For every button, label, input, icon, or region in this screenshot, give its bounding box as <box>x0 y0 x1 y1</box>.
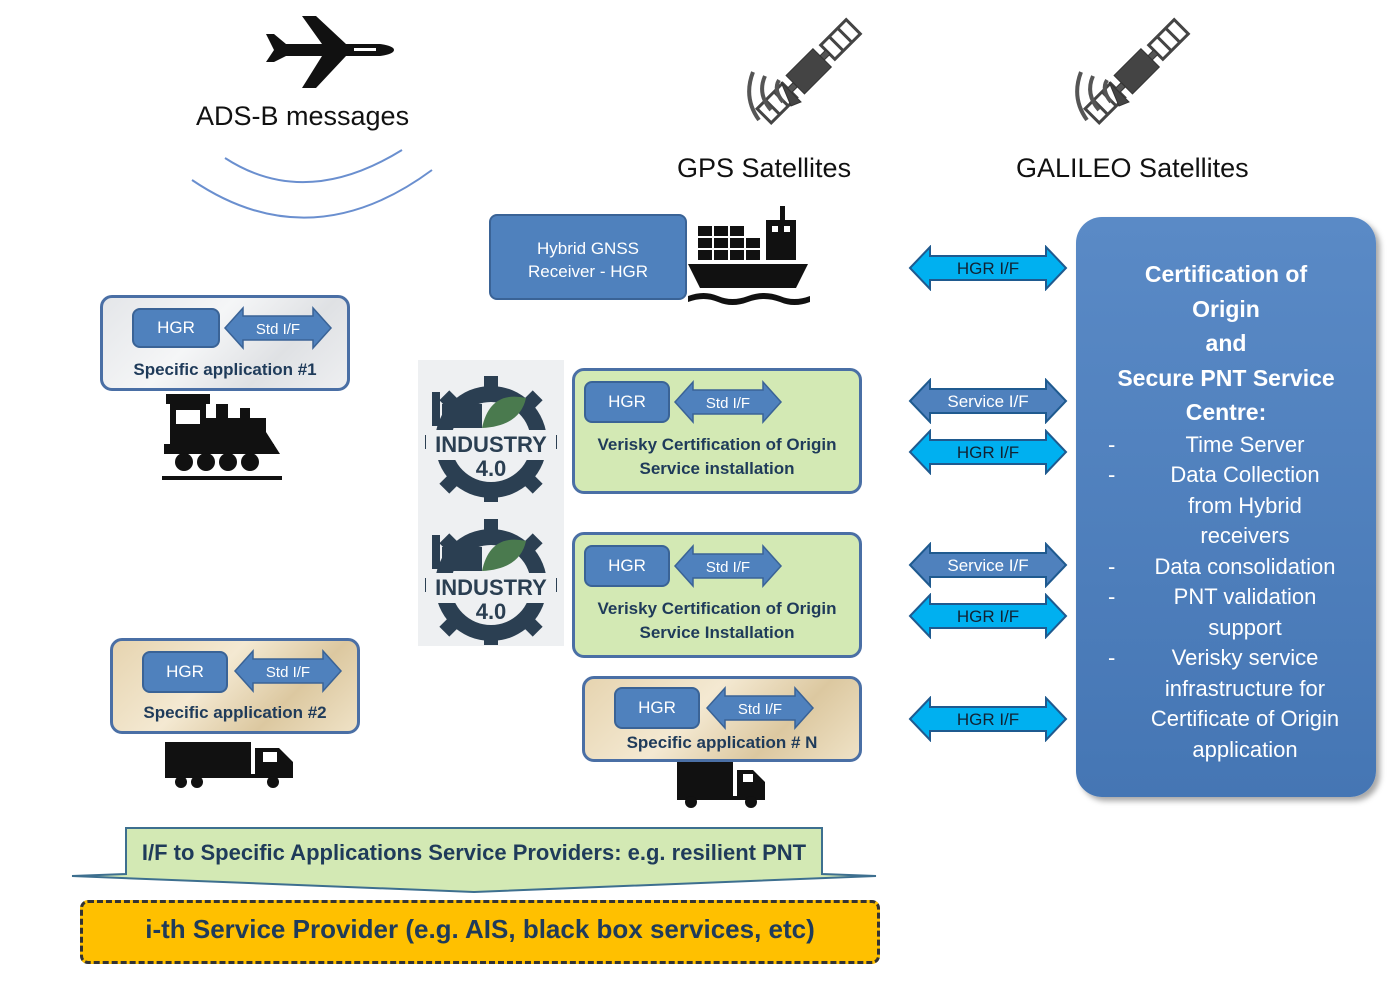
list-item-line: Verisky service <box>1171 645 1319 670</box>
list-item-line: Data consolidation <box>1154 553 1336 579</box>
service-provider-box <box>80 900 880 964</box>
service-if-label: Service I/F <box>947 556 1028 575</box>
caption-line: Verisky Certification of Origin <box>597 435 837 454</box>
hgr-box: HGR <box>584 545 670 587</box>
hybrid-receiver-line2: Receiver - HGR <box>528 262 648 281</box>
centre-title-line: and <box>1205 330 1247 356</box>
specific-application-n-caption: Specific application # N <box>626 733 818 752</box>
verisky-installation-1-caption: Verisky Certification of Origin Service … <box>575 433 859 481</box>
std-if-label: Std I/F <box>706 395 750 412</box>
list-item-line: from Hybrid <box>1188 492 1302 518</box>
std-if-arrow: Std I/F <box>673 380 783 424</box>
bullet: - <box>1108 584 1116 609</box>
centre-service-list: - Time Server - Data Collection from Hyb… <box>1076 430 1376 766</box>
if-banner-arrow <box>71 827 877 894</box>
verisky-installation-2-panel: HGR Std I/F Verisky Certification of Ori… <box>572 532 862 658</box>
std-if-label: Std I/F <box>706 559 750 576</box>
truck-icon <box>165 742 293 788</box>
satellite-icon <box>747 17 863 126</box>
train-icon <box>162 394 282 480</box>
list-item-line: infrastructure for <box>1164 675 1326 701</box>
hgr-box: HGR <box>132 308 220 348</box>
std-if-label: Std I/F <box>256 321 300 338</box>
adsb-signal-waves <box>191 149 433 219</box>
centre-title-line: Secure PNT Service <box>1117 364 1335 391</box>
verisky-installation-2-caption: Verisky Certification of Origin Service … <box>575 597 859 645</box>
list-item-line: Time Server <box>1185 431 1305 457</box>
certification-centre-panel: Certification of Origin and Secure PNT S… <box>1076 217 1376 797</box>
list-item: - Data Collection from Hybrid receivers <box>1076 460 1376 552</box>
bullet: - <box>1108 645 1116 670</box>
hgr-if-label: HGR I/F <box>957 259 1019 278</box>
hgr-if-label: HGR I/F <box>957 710 1019 729</box>
ship-icon <box>688 206 810 305</box>
hgr-if-label: HGR I/F <box>957 607 1019 626</box>
list-item-line: support <box>1208 614 1282 640</box>
list-item: - Time Server <box>1076 430 1376 461</box>
industry-gear-icon: INDUSTRY 4.0 <box>425 519 557 645</box>
satellite-icon <box>1075 17 1191 126</box>
bullet: - <box>1108 553 1116 579</box>
gps-label: GPS Satellites <box>677 153 852 183</box>
specific-application-1-panel: HGR Std I/F Specific application #1 <box>100 295 350 391</box>
hgr-if-arrow: HGR I/F <box>908 696 1068 742</box>
industry-gear-icon: INDUSTRY 4.0 <box>425 376 557 502</box>
industry-version: 4.0 <box>476 599 507 624</box>
hgr-if-arrow: HGR I/F <box>908 429 1068 475</box>
hgr-box: HGR <box>142 651 228 693</box>
verisky-installation-1-panel: HGR Std I/F Verisky Certification of Ori… <box>572 368 862 494</box>
hybrid-receiver-box: Hybrid GNSS Receiver - HGR <box>489 214 687 300</box>
caption-line: Verisky Certification of Origin <box>597 599 837 618</box>
std-if-label: Std I/F <box>738 701 782 718</box>
std-if-arrow: Std I/F <box>705 686 815 730</box>
industry-version: 4.0 <box>476 456 507 481</box>
centre-title: Certification of Origin and Secure PNT S… <box>1076 257 1376 430</box>
service-if-label: Service I/F <box>947 392 1028 411</box>
service-provider-text: i-th Service Provider (e.g. AIS, black b… <box>145 914 815 944</box>
adsb-label: ADS-B messages <box>196 101 410 131</box>
service-if-arrow: Service I/F <box>908 378 1068 424</box>
std-if-arrow: Std I/F <box>223 306 333 350</box>
list-item: - Verisky service infrastructure for Cer… <box>1076 643 1376 765</box>
industry-word: INDUSTRY <box>435 432 547 457</box>
std-if-arrow: Std I/F <box>673 544 783 588</box>
list-item: - Data consolidation <box>1076 552 1376 583</box>
truck-icon <box>677 762 765 808</box>
specific-application-1-caption: Specific application #1 <box>133 360 317 379</box>
hgr-box: HGR <box>584 381 670 423</box>
hybrid-receiver-line1: Hybrid GNSS <box>536 239 640 258</box>
specific-application-2-panel: HGR Std I/F Specific application #2 <box>110 638 360 734</box>
service-if-arrow: Service I/F <box>908 542 1068 588</box>
list-item-line: application <box>1192 736 1298 762</box>
std-if-arrow: Std I/F <box>233 649 343 693</box>
hgr-box: HGR <box>614 687 700 729</box>
bullet: - <box>1108 431 1116 457</box>
hgr-if-arrow: HGR I/F <box>908 245 1068 291</box>
caption-line: Service Installation <box>639 623 795 642</box>
centre-title-line: Certification of <box>1144 261 1308 287</box>
hgr-if-label: HGR I/F <box>957 443 1019 462</box>
list-item-line: Data Collection <box>1170 462 1320 487</box>
centre-title-line: Origin <box>1192 295 1260 322</box>
list-item-line: PNT validation <box>1173 584 1317 609</box>
std-if-label: Std I/F <box>266 664 310 681</box>
if-banner-text: I/F to Specific Applications Service Pro… <box>141 840 807 865</box>
list-item-line: receivers <box>1200 523 1290 548</box>
list-item: - PNT validation support <box>1076 582 1376 643</box>
hgr-if-arrow: HGR I/F <box>908 593 1068 639</box>
centre-title-line: Centre: <box>1185 399 1267 425</box>
specific-application-n-panel: HGR Std I/F Specific application # N <box>582 676 862 762</box>
list-item-line: Certificate of Origin <box>1150 706 1340 731</box>
caption-line: Service installation <box>639 459 795 478</box>
airplane-icon <box>266 16 394 88</box>
galileo-label: GALILEO Satellites <box>1016 153 1249 183</box>
bullet: - <box>1108 462 1116 487</box>
industry-word: INDUSTRY <box>435 575 547 600</box>
specific-application-2-caption: Specific application #2 <box>143 703 327 722</box>
